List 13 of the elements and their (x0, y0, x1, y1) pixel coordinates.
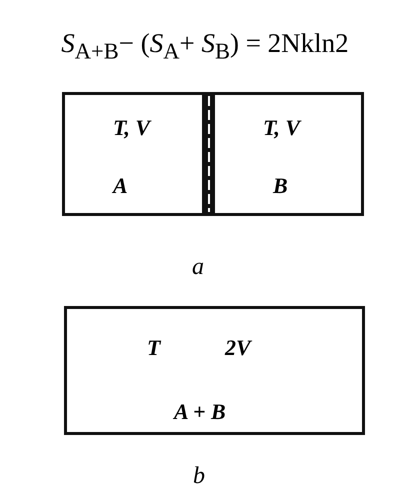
variable-label: A (113, 175, 128, 197)
variable-label: T, V (263, 117, 300, 139)
panel-caption: b (193, 464, 205, 488)
formula: S$_{A+B}$− (S$_{A}$+ S$_{B}$) = 2Nkln2 (60, 28, 350, 64)
variable-label: A + B (174, 401, 226, 423)
container-box (212, 92, 364, 216)
variable-label: T, V (113, 117, 150, 139)
container-box (62, 92, 205, 216)
variable-label: B (273, 175, 288, 197)
container-box (64, 306, 365, 435)
variable-label: 2V (225, 337, 251, 359)
variable-label: T (147, 337, 160, 359)
panel-caption: a (192, 255, 204, 279)
